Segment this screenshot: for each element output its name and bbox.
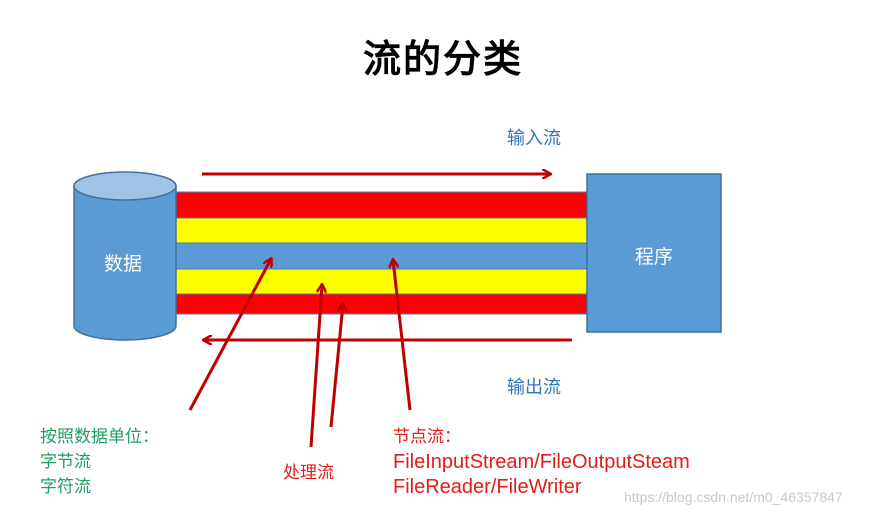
cylinder-top — [73, 171, 177, 201]
byte-char-pointer-arrow — [188, 259, 271, 411]
processing-stream-label: 处理流 — [283, 463, 334, 483]
node-stream-heading: 节点流： — [393, 427, 461, 447]
by-unit-heading: 按照数据单位： — [40, 427, 159, 447]
data-source-label: 数据 — [104, 253, 143, 275]
program-box — [586, 173, 722, 333]
cylinder-body — [73, 185, 177, 341]
by-unit-group: 按照数据单位： 字节流 字符流 — [40, 425, 159, 500]
input-flow-label: 输入流 — [507, 128, 561, 149]
node-stream-line-1: FileInputStream/FileOutputSteam — [393, 451, 690, 473]
node-stream-line-2: FileReader/FileWriter — [393, 476, 582, 498]
node-stream-group: 节点流： FileInputStream/FileOutputSteam Fil… — [393, 425, 690, 500]
watermark: https://blog.csdn.net/m0_46357847 — [624, 489, 843, 505]
pipe-band-yellow-bottom — [175, 268, 589, 295]
program-label: 程序 — [635, 246, 674, 268]
page-title: 流的分类 — [362, 36, 523, 81]
data-cylinder — [73, 171, 177, 341]
pipe-band-red-bottom — [175, 293, 589, 315]
pipe-band-blue-center — [175, 242, 589, 270]
stream-pipe — [175, 191, 589, 315]
byte-stream-label: 字节流 — [40, 452, 91, 472]
processing-pointer-arrow-a — [309, 285, 322, 448]
output-flow-label: 输出流 — [507, 377, 561, 398]
char-stream-label: 字符流 — [40, 477, 91, 497]
processing-pointer-arrow-b — [329, 304, 343, 428]
pipe-band-red-top — [175, 191, 589, 219]
node-pointer-arrow — [393, 260, 412, 411]
pipe-band-yellow-top — [175, 217, 589, 244]
